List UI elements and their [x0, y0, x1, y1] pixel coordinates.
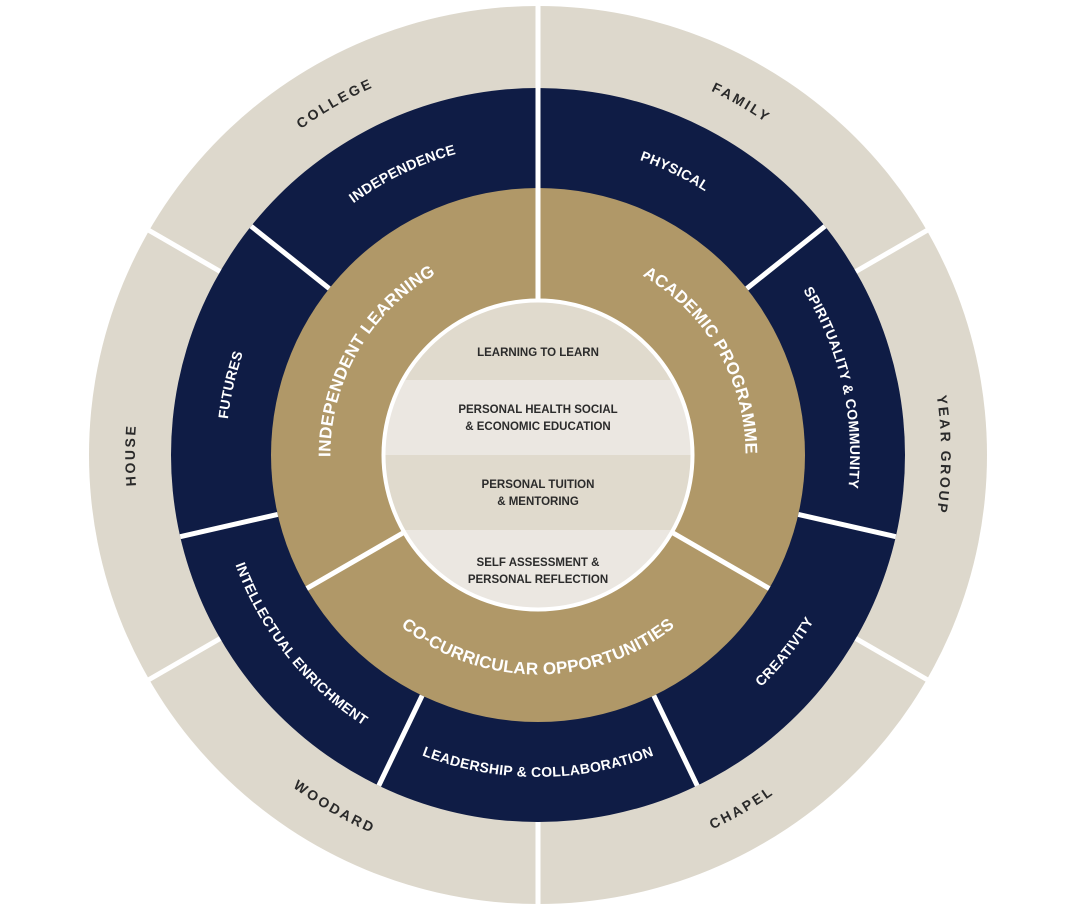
outer-label-house: HOUSE — [122, 423, 139, 487]
core-band-label: SELF ASSESSMENT & — [477, 557, 600, 569]
outer-label-house-text: HOUSE — [122, 423, 137, 487]
core-band-label: PERSONAL HEALTH SOCIAL — [458, 404, 617, 416]
outer-ring-divider — [854, 227, 930, 274]
middle-ring-divider — [249, 224, 331, 291]
outer-ring-divider — [146, 636, 222, 683]
middle-ring-divider — [651, 694, 700, 787]
inner-ring-divider — [671, 530, 771, 591]
middle-ring-divider — [745, 224, 827, 291]
outer-ring-divider — [854, 636, 930, 683]
core-band-label: PERSONAL TUITION — [482, 479, 595, 491]
core-band-label: & ECONOMIC EDUCATION — [465, 421, 610, 433]
outer-ring-divider — [146, 227, 222, 274]
core-circle: LEARNING TO LEARN PERSONAL HEALTH SOCIAL &… — [381, 298, 695, 612]
core-band-label: LEARNING TO LEARN — [477, 347, 599, 359]
core-band-label: & MENTORING — [497, 496, 579, 508]
middle-ring-divider — [797, 511, 897, 540]
core-band — [385, 380, 691, 455]
outer-label-year-group-text: YEAR GROUP — [934, 394, 952, 516]
core-band — [385, 455, 691, 530]
outer-label-year-group: YEAR GROUP — [934, 394, 954, 516]
inner-ring-divider — [305, 530, 405, 591]
middle-ring-divider — [179, 511, 279, 540]
middle-ring-divider — [376, 694, 425, 787]
core-band-label: PERSONAL REFLECTION — [468, 574, 608, 586]
core-border — [381, 298, 695, 612]
